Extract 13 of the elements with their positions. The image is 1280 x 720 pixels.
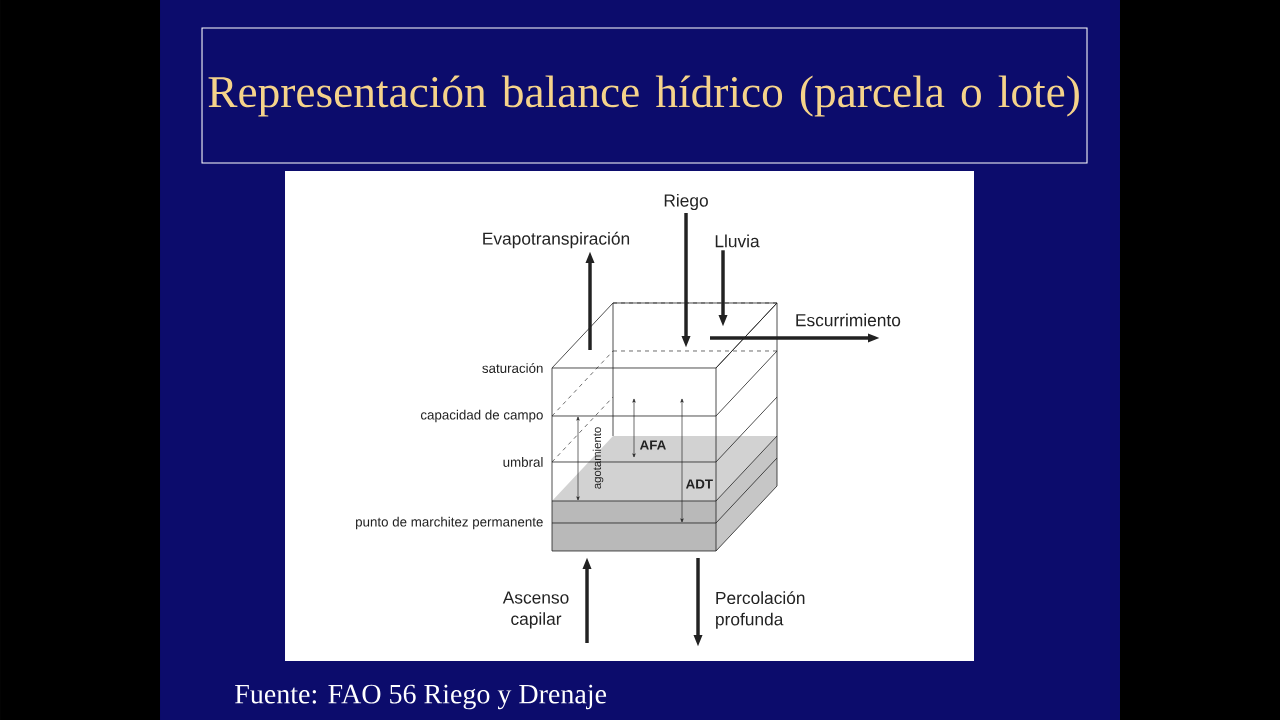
dimension-label: ADT [684,478,715,490]
source-caption: Fuente: FAO 56 Riego y Drenaje [235,684,607,710]
flow-label: Percolación profunda [716,591,805,629]
flow-label: Riego [664,193,708,211]
dimension-label: AFA [638,439,668,451]
title-box: Representación balance hídrico (parcela o lote) [201,27,1088,164]
flow-label: Ascenso capilar [502,591,569,629]
level-label: saturación [482,363,543,373]
flow-label: Lluvia [715,234,760,248]
flow-label: Escurrimiento [796,313,901,327]
soil-column-drawing [551,302,778,552]
flow-label: Evapotranspiración [483,231,630,249]
dimension-label: agotamiento [592,427,604,489]
